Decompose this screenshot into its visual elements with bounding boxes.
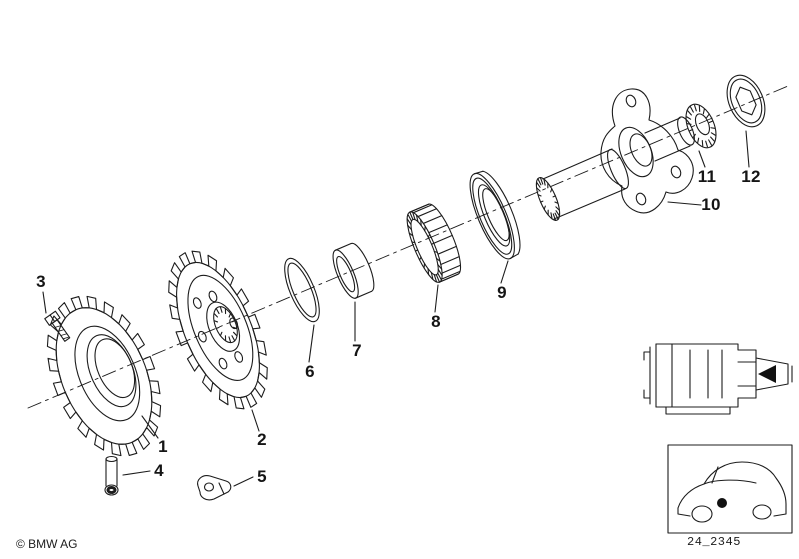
part-4-pin — [104, 455, 119, 496]
callout-4: 4 — [154, 461, 164, 480]
location-arrow-icon — [758, 365, 776, 383]
callout-9: 9 — [497, 283, 507, 302]
part-8-needle-bearing — [406, 203, 462, 283]
centerline — [27, 85, 789, 409]
diagram-code: 24_2345 — [687, 535, 741, 549]
callout-7: 7 — [352, 341, 362, 360]
callout-6: 6 — [305, 362, 315, 381]
location-dot-icon — [717, 498, 727, 508]
car-thumbnail — [667, 444, 793, 534]
callout-3: 3 — [36, 272, 46, 291]
callout-5: 5 — [257, 467, 267, 486]
callout-2: 2 — [257, 430, 267, 449]
part-3-bolt — [44, 310, 71, 342]
part-11-collar-nut — [685, 103, 717, 149]
callout-11: 11 — [697, 167, 717, 186]
callout-10: 10 — [701, 195, 721, 214]
part-12-hex-cap — [726, 74, 766, 128]
leader-lines — [42, 130, 750, 487]
part-2-sprocket-gear — [168, 250, 268, 410]
part-10-output-flange — [535, 88, 695, 221]
callout-1: 1 — [158, 437, 168, 456]
part-6-snap-ring — [284, 257, 320, 323]
part-9-seal-ring — [469, 170, 521, 260]
copyright-text: © BMW AG — [16, 537, 78, 551]
part-7-spacer-sleeve — [332, 242, 375, 299]
callout-12: 12 — [741, 167, 761, 186]
part-5-bracket — [197, 475, 232, 501]
callout-8: 8 — [431, 312, 441, 331]
part-1-toothed-gear — [46, 295, 162, 457]
transmission-schematic — [643, 343, 793, 415]
